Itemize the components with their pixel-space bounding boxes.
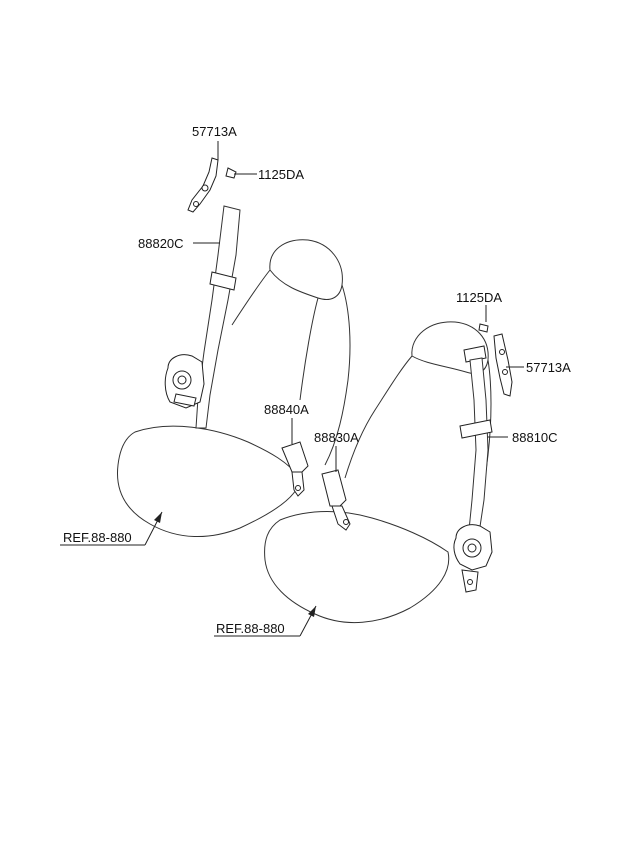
label-ref-right: REF.88-880 xyxy=(216,621,285,636)
left-belt-webbing xyxy=(195,205,241,429)
leader-lines xyxy=(60,141,524,637)
label-belt-left: 88820C xyxy=(138,236,184,251)
label-bolt-left: 1125DA xyxy=(258,167,304,182)
label-anchor-left: 57713A xyxy=(192,124,237,139)
right-belt-webbing xyxy=(467,357,489,541)
right-seat-headrest xyxy=(411,321,489,374)
left-upper-anchor xyxy=(187,157,219,213)
left-bolt xyxy=(225,167,237,179)
label-bolt-right: 1125DA xyxy=(456,290,502,305)
right-buckle xyxy=(321,469,351,531)
left-seat-belt-assembly xyxy=(164,157,241,429)
right-upper-anchor xyxy=(493,333,513,397)
label-buckle-right: 88830A xyxy=(314,430,359,445)
left-seat-headrest xyxy=(269,239,343,300)
label-ref-left: REF.88-880 xyxy=(63,530,132,545)
label-anchor-right: 57713A xyxy=(526,360,571,375)
right-seat-belt-assembly xyxy=(453,323,513,593)
left-buckle xyxy=(281,441,309,497)
part-labels: 57713A 1125DA 88820C 88840A 88830A 1125D… xyxy=(63,124,571,636)
left-seat-cushion xyxy=(116,425,301,537)
label-belt-right: 88810C xyxy=(512,430,558,445)
left-seat-backrest xyxy=(231,269,351,466)
right-seat-cushion xyxy=(264,511,450,623)
right-bolt xyxy=(478,323,489,333)
left-seat xyxy=(116,239,351,537)
label-buckle-left: 88840A xyxy=(264,402,309,417)
